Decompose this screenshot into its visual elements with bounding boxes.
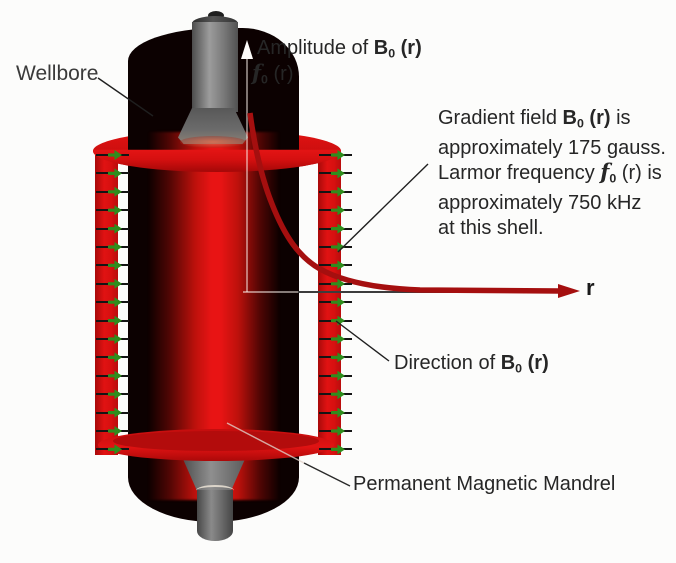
field-direction-arrow-icon xyxy=(108,242,122,252)
amplitude-axis-arrow-icon xyxy=(241,40,253,59)
field-direction-arrow-icon xyxy=(108,444,122,455)
gradient-field-annotation: Gradient field B0 (r) is approximately 1… xyxy=(438,106,666,240)
field-direction-arrow-icon xyxy=(108,315,122,326)
direction-leader-line xyxy=(335,320,390,362)
direction-label: Direction of B0 (r) xyxy=(394,351,549,380)
annotation-line-1: Gradient field B0 (r) is xyxy=(438,107,631,131)
radius-axis-label: r xyxy=(586,275,595,300)
field-direction-arrow-icon xyxy=(331,426,345,436)
field-direction-arrow-icon xyxy=(108,223,122,234)
mandrel-label: Permanent Magnetic Mandrel xyxy=(353,473,616,495)
amplitude-axis-label: Amplitude of B0 (r) xyxy=(257,36,422,65)
b0-argument: (r) xyxy=(395,37,422,59)
coil-disc-bottom-face xyxy=(113,431,319,451)
wellbore-label: Wellbore xyxy=(16,62,99,85)
field-direction-arrow-icon xyxy=(331,389,345,400)
field-direction-arrow-icon xyxy=(108,297,122,308)
annotation-line-5: at this shell. xyxy=(438,216,544,239)
field-direction-arrow-icon xyxy=(108,426,122,436)
annotation-leader-line xyxy=(337,163,429,253)
field-direction-arrow-icon xyxy=(108,334,122,344)
f0-subscript: 0 xyxy=(261,72,268,87)
b0-subscript: 0 xyxy=(388,46,396,61)
frequency-axis-label: f0 (r) xyxy=(252,61,294,91)
field-direction-arrow-icon xyxy=(331,444,345,455)
field-direction-arrow-icon xyxy=(331,370,345,381)
amplitude-axis-line xyxy=(246,46,248,292)
field-direction-arrow-icon xyxy=(108,260,122,271)
tool-bottom-tube xyxy=(197,490,233,541)
tool-top-nub xyxy=(208,11,224,20)
field-direction-arrow-icon xyxy=(108,389,122,400)
annotation-line-2: approximately 175 gauss. xyxy=(438,136,666,159)
field-direction-arrow-icon xyxy=(331,407,345,418)
field-direction-arrow-icon xyxy=(108,407,122,418)
amplitude-axis-label-text: Amplitude of xyxy=(257,37,374,59)
tool-bottom-ring-highlight xyxy=(196,485,234,496)
radius-axis-line xyxy=(298,291,562,293)
radius-axis-line-inner xyxy=(243,291,298,293)
f0-symbol: f xyxy=(252,60,262,85)
f0-argument: (r) xyxy=(267,63,294,85)
field-direction-arrow-icon xyxy=(108,186,122,197)
cone-glow xyxy=(180,136,246,148)
field-direction-arrow-icon xyxy=(108,370,122,381)
field-direction-arrow-icon xyxy=(108,278,122,289)
b0-subscript: 0 xyxy=(515,361,523,376)
field-direction-arrow-icon xyxy=(331,297,345,308)
mandrel-leader-line xyxy=(303,462,351,487)
annotation-line-3: Larmor frequency f0 (r) is xyxy=(438,159,662,186)
b0-argument: (r) xyxy=(522,352,549,374)
field-direction-arrow-icon xyxy=(108,168,122,179)
field-direction-arrow-icon xyxy=(108,150,122,160)
field-direction-arrow-icon xyxy=(108,352,122,363)
tool-top-tube xyxy=(192,22,238,112)
field-direction-arrow-icon xyxy=(108,205,122,216)
annotation-line-4: approximately 750 kHz xyxy=(438,192,642,215)
direction-label-text: Direction of xyxy=(394,352,501,374)
b0-symbol: B xyxy=(500,352,516,374)
b0-symbol: B xyxy=(373,37,389,59)
